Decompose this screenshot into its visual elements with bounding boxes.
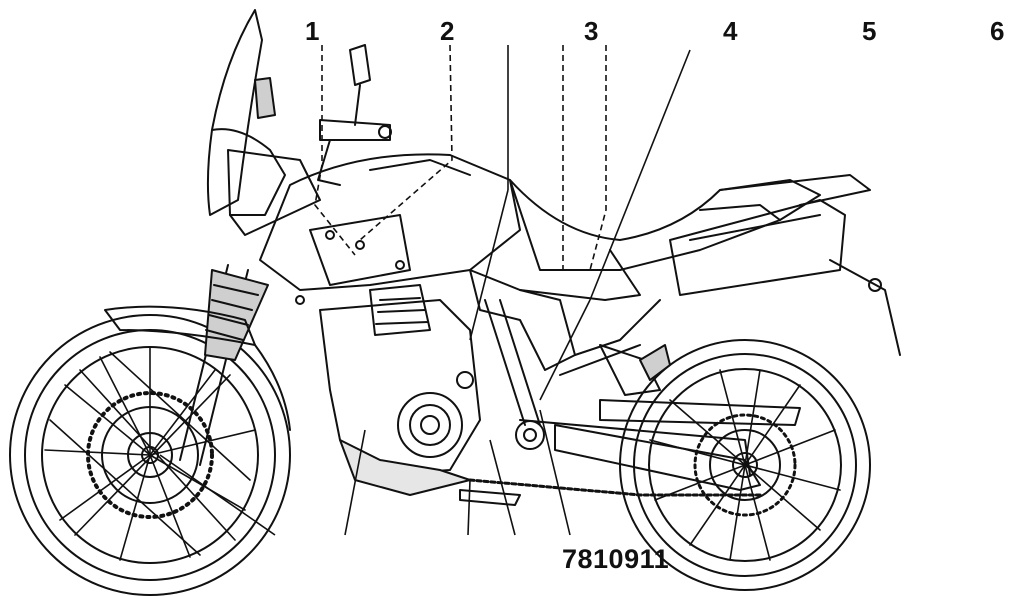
handlebar-mirror xyxy=(317,44,392,186)
footpegs xyxy=(459,344,671,506)
windscreen-fairing xyxy=(206,9,321,236)
engine xyxy=(319,284,481,496)
front-wheel xyxy=(9,314,291,596)
rear-shock xyxy=(559,344,661,396)
front-fork xyxy=(104,264,291,466)
rear-rack xyxy=(699,174,871,221)
seat xyxy=(509,179,821,271)
callout-1: 1 xyxy=(305,16,320,46)
leader-lines xyxy=(159,44,691,536)
frame xyxy=(469,249,661,426)
callout-3: 3 xyxy=(584,16,599,46)
callout-4: 4 xyxy=(723,16,738,46)
fuel-tank xyxy=(259,153,521,305)
callout-2: 2 xyxy=(440,16,455,46)
callout-6: 6 xyxy=(990,16,1005,46)
callout-5: 5 xyxy=(862,16,877,46)
exhaust-muffler xyxy=(669,199,901,356)
swingarm xyxy=(468,399,801,497)
figure-code: 7810911 xyxy=(562,544,670,574)
